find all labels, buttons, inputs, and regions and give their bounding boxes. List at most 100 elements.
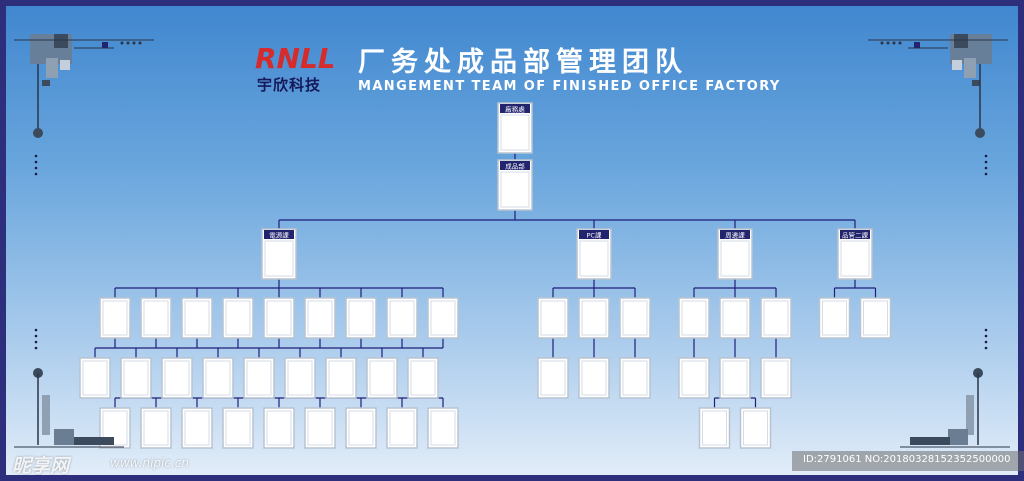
card-staff-row2 [678, 357, 710, 399]
card-staff-row3 [345, 407, 377, 449]
photo-slot [266, 300, 292, 336]
name-tag-bar [720, 230, 750, 239]
photo-slot [579, 240, 609, 277]
card-staff-row1 [578, 297, 610, 339]
card-staff-row2 [325, 357, 357, 399]
photo-slot [82, 360, 108, 396]
photo-slot [430, 300, 456, 336]
photo-slot [822, 300, 847, 336]
photo-slot [328, 360, 354, 396]
card-division: 品管二課 [837, 228, 873, 280]
bottom-left-corner-decoration [14, 328, 124, 448]
chart-title-english: MANGEMENT TEAM OF FINISHED OFFICE FACTOR… [358, 79, 781, 94]
card-staff-row3 [99, 407, 131, 449]
photo-slot [763, 300, 789, 336]
photo-slot [540, 300, 566, 336]
photo-slot [307, 410, 333, 446]
card-staff-row2 [120, 357, 152, 399]
photo-slot [681, 360, 707, 396]
photo-slot [743, 410, 768, 446]
card-staff-row1 [345, 297, 377, 339]
card-title: PC課 [587, 230, 602, 239]
card-staff-row1 [537, 297, 569, 339]
photo-slot [722, 300, 748, 336]
card-staff-row3 [386, 407, 418, 449]
photo-slot [540, 360, 566, 396]
card-staff-row3 [181, 407, 213, 449]
photo-slot [184, 300, 210, 336]
photo-slot [102, 300, 128, 336]
name-tag-bar [500, 104, 530, 113]
card-staff-row3 [263, 407, 295, 449]
connector-lines [94, 153, 877, 408]
card-staff-row1 [760, 297, 792, 339]
photo-slot [123, 360, 149, 396]
top-left-corner-decoration [14, 34, 154, 176]
photo-slot [581, 300, 607, 336]
card-staff-row3 [698, 407, 731, 449]
card-title: 成品部 [505, 161, 525, 170]
logo-mark-r: RNLL [255, 42, 333, 72]
photo-slot [581, 360, 607, 396]
card-staff-row1 [181, 297, 213, 339]
photo-slot [500, 114, 530, 151]
photo-slot [184, 410, 210, 446]
photo-slot [205, 360, 231, 396]
top-right-corner-decoration [868, 34, 1008, 176]
photo-slot [722, 360, 748, 396]
photo-slot [143, 300, 169, 336]
photo-slot [287, 360, 313, 396]
photo-slot [307, 300, 333, 336]
card-division: 周邊課 [717, 228, 753, 280]
card-root: 廠務處 [497, 102, 533, 154]
card-staff-row2 [202, 357, 234, 399]
watermark-id-text: ID:2791061 NO:20180328152352500000 [803, 454, 1011, 465]
bottom-right-corner-decoration [900, 328, 1010, 448]
name-tag-bar [264, 230, 294, 239]
name-tag-bar [840, 230, 870, 239]
photo-slot [389, 410, 415, 446]
watermark-site-name: 昵享网 [12, 455, 70, 477]
card-staff-row2 [719, 357, 751, 399]
photo-slot [143, 410, 169, 446]
photo-slot [369, 360, 395, 396]
card-staff-row2 [578, 357, 610, 399]
watermark-url: www.nipic.cn [110, 456, 189, 470]
photo-slot [622, 360, 648, 396]
name-tag-bar [579, 230, 609, 239]
photo-slot [500, 171, 530, 208]
card-title: 電源課 [269, 230, 289, 239]
card-division: 電源課 [261, 228, 297, 280]
card-staff-row2 [161, 357, 193, 399]
card-staff-row1 [140, 297, 172, 339]
chart-title-chinese: 厂务处成品部管理团队 [358, 47, 688, 78]
card-staff-row1 [222, 297, 254, 339]
company-logo-mark: RNLL [255, 42, 333, 72]
card-division: PC課 [576, 228, 612, 280]
photo-slot [225, 410, 251, 446]
photo-slot [348, 300, 374, 336]
photo-slot [225, 300, 251, 336]
name-tag-bar [500, 161, 530, 170]
photo-slot [840, 240, 870, 277]
card-staff-row1 [818, 297, 851, 339]
watermark-id-bar [792, 451, 1024, 471]
card-staff-row1 [99, 297, 131, 339]
card-staff-row1 [304, 297, 336, 339]
card-title: 廠務處 [505, 104, 525, 113]
card-staff-row1 [619, 297, 651, 339]
card-staff-row3 [739, 407, 772, 449]
card-staff-row1 [859, 297, 892, 339]
photo-slot [681, 300, 707, 336]
card-staff-row1 [427, 297, 459, 339]
card-staff-row3 [427, 407, 459, 449]
photo-slot [702, 410, 727, 446]
card-staff-row2 [243, 357, 275, 399]
card-title: 周邊課 [725, 230, 745, 239]
card-staff-row2 [760, 357, 792, 399]
card-staff-row3 [304, 407, 336, 449]
photo-slot [389, 300, 415, 336]
card-staff-row3 [222, 407, 254, 449]
